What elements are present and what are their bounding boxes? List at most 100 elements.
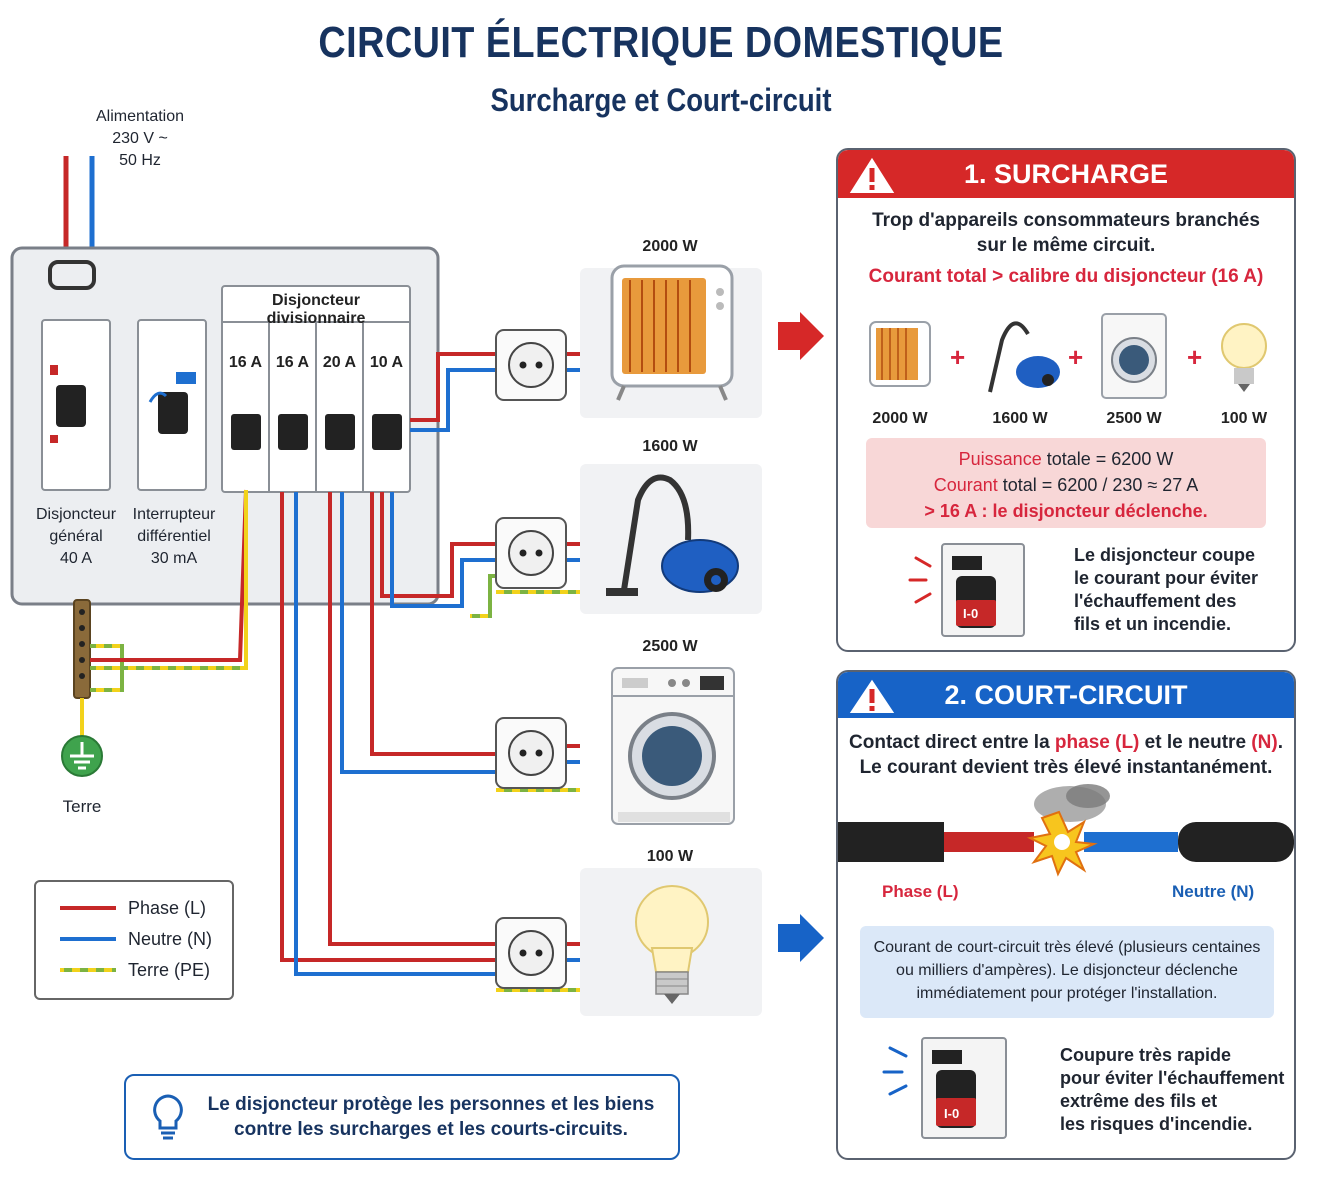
arrow-to-surcharge-icon xyxy=(778,312,824,360)
info-line1: Courant de court-circuit très élevé (plu… xyxy=(873,939,1261,956)
desc1-c: . xyxy=(1277,732,1283,753)
earth-symbol-icon xyxy=(61,735,103,777)
sc-note-line4: les risques d'incendie. xyxy=(1060,1114,1253,1134)
warning-icon-2 xyxy=(846,676,898,715)
tripped-breaker-icon xyxy=(908,543,1025,637)
legend-phase: Phase (L) xyxy=(128,898,207,918)
supply-line2: 230 V ~ xyxy=(112,130,168,147)
rcd-label: Interrupteur différentiel 30 mA xyxy=(122,504,226,570)
page-subtitle: Surcharge et Court-circuit xyxy=(490,82,832,118)
tip-box: Le disjoncteur protège les personnes et … xyxy=(124,1074,680,1160)
surcharge-item-3: 2500 W xyxy=(1106,410,1162,427)
short-circuit-note: Coupure très rapide pour éviter l'échauf… xyxy=(1060,1044,1284,1136)
rcd-switch[interactable] xyxy=(137,319,207,491)
surcharge-desc1: Trop d'appareils consommateurs branchés xyxy=(872,210,1260,231)
short-circuit-desc2: Le courant devient très élevé instantané… xyxy=(859,757,1273,778)
tip-line1: Le disjoncteur protège les personnes et … xyxy=(207,1094,655,1115)
plus-sign-2: + xyxy=(1068,342,1084,372)
mini-washing-machine-icon xyxy=(1101,313,1167,399)
breaker-toggle-1[interactable] xyxy=(231,414,261,450)
surcharge-note-line3: l'échauffement des xyxy=(1074,591,1237,611)
earth-label: Terre xyxy=(62,797,102,816)
main-breaker-line3: 40 A xyxy=(59,550,93,567)
switch-label-1: I-0 xyxy=(963,606,979,621)
socket-1[interactable] xyxy=(495,329,567,401)
appliance-power-3: 2500 W xyxy=(642,638,698,655)
legend-swatches xyxy=(60,906,116,972)
surcharge-title: 1. SURCHARGE xyxy=(963,159,1169,189)
rcd-line2: différentiel xyxy=(137,528,211,545)
socket-2[interactable] xyxy=(495,517,567,589)
surcharge-note-line1: Le disjoncteur coupe xyxy=(1074,545,1256,565)
short-circuit-desc1: Contact direct entre la phase (L) et le … xyxy=(838,730,1294,755)
breaker-rating-4: 10 A xyxy=(369,354,404,371)
switch-label-2: I-0 xyxy=(944,1106,960,1121)
rcd-line1: Interrupteur xyxy=(132,506,216,523)
calc2-value: total = 6200 / 230 ≈ 27 A xyxy=(1002,475,1199,495)
tripped-breaker-icon-2 xyxy=(882,1037,1007,1139)
socket-4[interactable] xyxy=(495,917,567,989)
info-line3: immédiatement pour protéger l'installati… xyxy=(916,985,1218,1002)
appliance-power-4: 100 W xyxy=(646,848,694,865)
surcharge-note: Le disjoncteur coupe le courant pour évi… xyxy=(1074,544,1258,636)
legend-earth: Terre (PE) xyxy=(128,960,211,980)
warning-icon xyxy=(846,154,898,195)
calc-result: > 16 A : le disjoncteur déclenche. xyxy=(924,501,1208,521)
legend-neutral: Neutre (N) xyxy=(128,929,213,949)
short-circuit-phase-label: Phase (L) xyxy=(882,882,959,901)
main-breaker-line2: général xyxy=(49,528,103,545)
surcharge-condition: Courant total > calibre du disjoncteur (… xyxy=(868,266,1264,287)
desc1-a: Contact direct entre la xyxy=(849,732,1055,753)
sc-note-line1: Coupure très rapide xyxy=(1060,1045,1232,1065)
surcharge-item-1: 2000 W xyxy=(872,410,928,427)
supply-label: Alimentation 230 V ~ 50 Hz xyxy=(80,106,200,172)
short-circuit-panel: 2. COURT-CIRCUIT Contact direct entre la… xyxy=(836,670,1296,1160)
sc-note-line2: pour éviter l'échauffement xyxy=(1060,1068,1285,1088)
main-breaker-line1: Disjoncteur xyxy=(35,506,117,523)
page-title: CIRCUIT ÉLECTRIQUE DOMESTIQUE xyxy=(318,18,1004,67)
plus-sign-3: + xyxy=(1187,342,1203,372)
short-circuit-title: 2. COURT-CIRCUIT xyxy=(944,680,1188,710)
appliance-power-2: 1600 W xyxy=(642,438,698,455)
surcharge-desc2: sur le même circuit. xyxy=(976,235,1156,256)
main-breaker[interactable] xyxy=(41,319,111,491)
breaker-toggle-2[interactable] xyxy=(278,414,308,450)
breaker-toggle-4[interactable] xyxy=(372,414,402,450)
surcharge-description: Trop d'appareils consommateurs branchés … xyxy=(838,208,1294,258)
surcharge-banner: 1. SURCHARGE xyxy=(838,150,1294,198)
radiator-icon xyxy=(610,264,734,401)
plus-sign-1: + xyxy=(950,342,966,372)
divisional-breaker-label: Disjoncteur divisionnaire xyxy=(266,292,366,327)
calc-line2: Courant total = 6200 / 230 ≈ 27 A xyxy=(866,472,1266,498)
short-circuit-banner: 2. COURT-CIRCUIT xyxy=(838,672,1294,718)
rcd-line3: 30 mA xyxy=(150,550,198,567)
short-circuit-cable-icon xyxy=(838,784,1294,877)
breaker-rating-1: 16 A xyxy=(228,354,263,371)
washing-machine-icon xyxy=(611,667,735,825)
short-circuit-info: Courant de court-circuit très élevé (plu… xyxy=(860,926,1274,1018)
desc1-phase: phase (L) xyxy=(1054,732,1140,753)
calc1-label: Puissance xyxy=(958,449,1042,469)
info-line2: ou milliers d'ampères). Le disjoncteur d… xyxy=(896,962,1238,979)
surcharge-item-4: 100 W xyxy=(1220,410,1268,427)
calc2-label: Courant xyxy=(933,475,998,495)
divisional-breakers xyxy=(221,285,411,493)
breaker-rating-2: 16 A xyxy=(275,354,310,371)
arrow-to-short-circuit-icon xyxy=(778,914,824,962)
short-circuit-info-text: Courant de court-circuit très élevé (plu… xyxy=(860,936,1274,1005)
surcharge-note-line4: fils et un incendie. xyxy=(1074,614,1232,634)
short-circuit-description: Contact direct entre la phase (L) et le … xyxy=(838,730,1294,780)
surcharge-panel: 1. SURCHARGE Trop d'appareils consommate… xyxy=(836,148,1296,652)
calc1-value: totale = 6200 W xyxy=(1046,449,1174,469)
mini-bulb-icon xyxy=(1221,323,1267,392)
socket-3[interactable] xyxy=(495,717,567,789)
surcharge-note-line2: le courant pour éviter xyxy=(1074,568,1259,588)
breaker-toggle-3[interactable] xyxy=(325,414,355,450)
desc1-b: et le neutre xyxy=(1139,732,1252,753)
lightbulb-tip-icon xyxy=(153,1094,183,1140)
surcharge-appliances xyxy=(869,313,1267,399)
mini-radiator-icon xyxy=(869,321,931,387)
surcharge-item-2: 1600 W xyxy=(992,410,1048,427)
desc1-neutral: (N) xyxy=(1251,732,1278,753)
appliance-power-1: 2000 W xyxy=(642,238,698,255)
